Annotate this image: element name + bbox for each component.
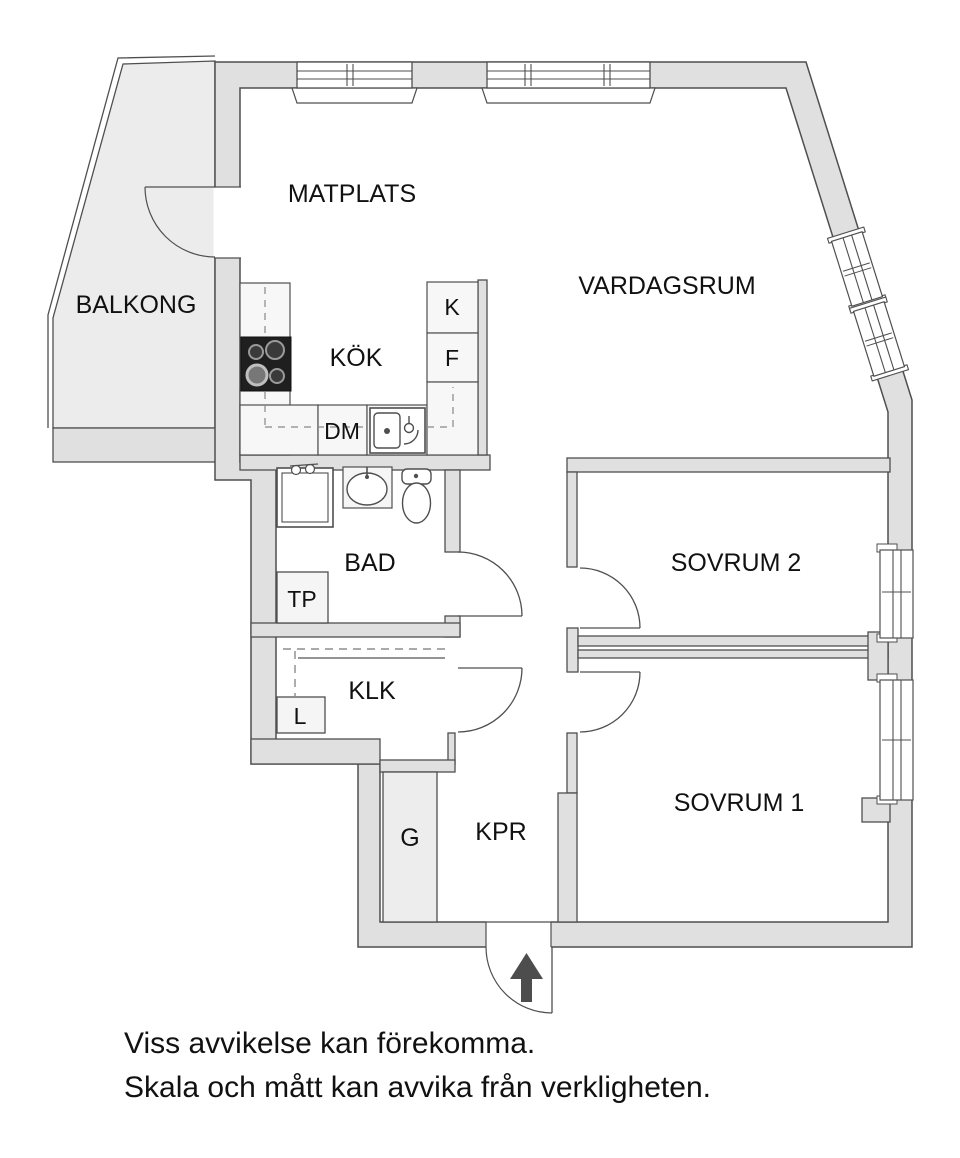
tp-unit — [276, 571, 329, 624]
interior-walls — [239, 279, 891, 923]
kitchen — [239, 281, 479, 456]
label-freezer: F — [445, 345, 459, 371]
kitchen-cabinet — [426, 381, 479, 456]
doors — [457, 551, 641, 733]
sovrum-divider-wall-b — [577, 649, 889, 659]
sovrum2-left-wall — [566, 471, 578, 568]
label-l: L — [294, 703, 307, 729]
entry-door-swing-arc — [485, 946, 553, 1014]
room-label-balkong: BALKONG — [76, 291, 197, 319]
window-sill — [481, 87, 656, 104]
sovrum-divider-wall-a — [577, 635, 889, 647]
window — [296, 61, 413, 89]
window-sill — [291, 87, 418, 104]
room-label-sovrum1: SOVRUM 1 — [674, 789, 805, 817]
bath-klk-wall — [250, 622, 461, 638]
window — [848, 296, 910, 382]
door-swing-arc — [457, 551, 523, 617]
dishwasher — [317, 404, 368, 456]
door-swing-arc — [579, 567, 641, 629]
top-windows — [291, 61, 656, 104]
window — [486, 61, 651, 89]
klk-closet — [276, 648, 445, 734]
wash-basin — [342, 466, 393, 509]
sovrum1-left-wall-upper — [566, 732, 578, 794]
kitchen-peninsula-wall — [477, 279, 488, 456]
klk-right-stub — [447, 732, 456, 765]
stove — [240, 336, 292, 392]
disclaimer-line-1: Viss avvikelse kan förekomma. — [124, 1027, 535, 1060]
sovrum1-left-wall-lower — [557, 792, 578, 923]
balcony-door — [144, 186, 242, 259]
room-label-kok: KÖK — [330, 344, 383, 372]
balcony-railing-outer — [47, 55, 216, 428]
kpr-top-wall — [379, 759, 456, 773]
g-wardrobe — [382, 771, 438, 923]
window — [879, 549, 914, 639]
room-label-klk: KLK — [348, 677, 396, 705]
room-label-vardagsrum: VARDAGSRUM — [578, 272, 755, 300]
room-label-bad: BAD — [344, 549, 395, 577]
room-label-sovrum2: SOVRUM 2 — [671, 549, 802, 577]
label-tp: TP — [287, 586, 316, 612]
room-label-kpr: KPR — [475, 818, 526, 846]
balcony — [47, 55, 218, 463]
vardagsrum-sovrum2-wall — [566, 457, 891, 473]
entrance — [485, 920, 553, 1014]
label-dishwasher: DM — [324, 418, 360, 444]
kitchen-sink — [369, 407, 426, 454]
window — [826, 226, 888, 312]
right-windows — [876, 543, 914, 805]
door-swing-arc — [579, 671, 641, 733]
divider-left-stub — [566, 627, 579, 673]
balcony-floor — [52, 60, 216, 429]
door-swing-arc — [457, 667, 523, 733]
kitchen-counter-corner — [239, 404, 319, 456]
label-fridge: K — [444, 294, 460, 320]
diagonal-windows — [826, 226, 910, 382]
toilet — [401, 468, 432, 524]
bathroom — [276, 463, 432, 624]
freezer-cabinet — [426, 332, 479, 383]
label-g: G — [400, 824, 419, 852]
shower-mixer — [290, 464, 302, 476]
door-swing-arc — [144, 186, 216, 258]
entrance-arrow-icon — [510, 953, 543, 1002]
disclaimer-line-2: Skala och mått kan avvika från verklighe… — [124, 1071, 711, 1104]
l-cabinet — [276, 696, 326, 734]
balcony-bottom-wall — [52, 427, 218, 463]
shower — [276, 467, 334, 528]
bath-right-wall-upper — [444, 469, 461, 553]
room-label-matplats: MATPLATS — [288, 180, 416, 208]
wall-below-klk — [250, 738, 381, 765]
